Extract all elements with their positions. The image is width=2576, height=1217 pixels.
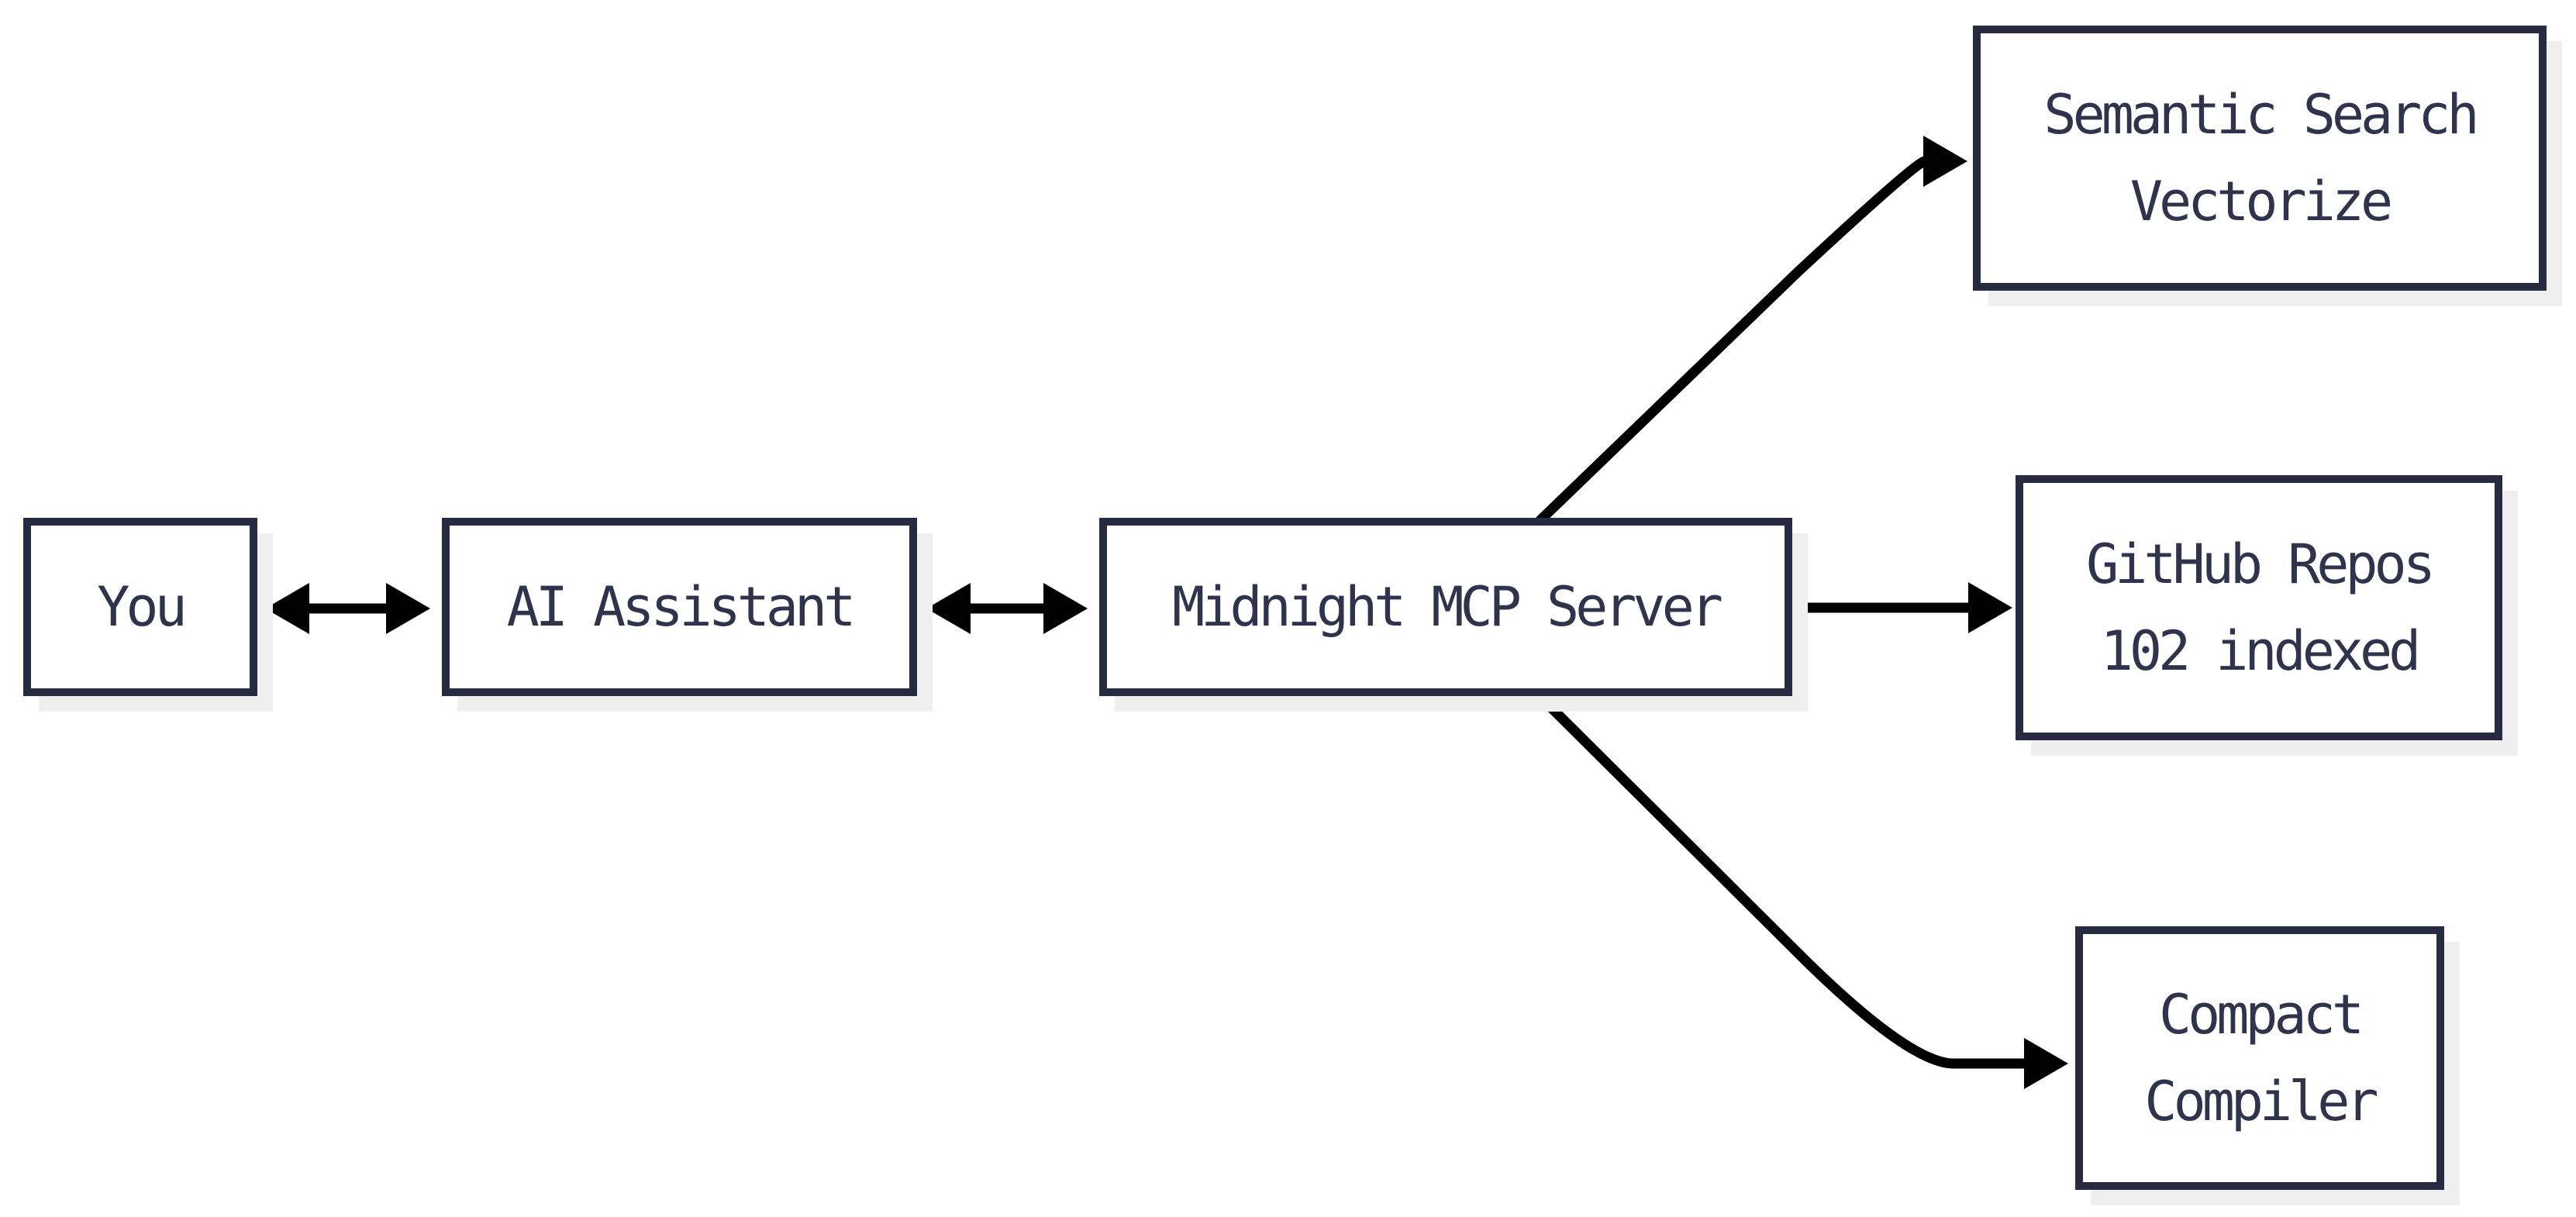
arrow-you-ai-assistant [265, 583, 430, 634]
node-compact-compiler: Compact Compiler [2075, 926, 2444, 1190]
node-compact-compiler-line2: Compiler [2144, 1070, 2378, 1133]
node-ai-assistant: AI Assistant [442, 518, 917, 696]
node-github-repos: GitHub Repos 102 indexed [2016, 475, 2502, 740]
node-ai-assistant-label: AI Assistant [506, 575, 857, 639]
arrowhead-icon [1968, 582, 2012, 633]
node-mcp-server: Midnight MCP Server [1099, 518, 1792, 696]
arrowhead-icon [1923, 136, 1967, 187]
arrowhead-right-icon [1043, 583, 1088, 634]
arrow-ai-assistant-mcp-server [926, 583, 1088, 634]
arrow-mcp-server-github-repos [1791, 582, 2012, 633]
arrowhead-right-icon [386, 583, 430, 634]
arrow-mcp-server-compact-compiler [1531, 688, 2068, 1089]
node-you-label: You [97, 575, 187, 639]
node-semantic-search-line2: Vectorize [2129, 170, 2393, 233]
node-semantic-search: Semantic Search Vectorize [1973, 26, 2547, 291]
arrowhead-icon [2024, 1038, 2068, 1089]
node-you: You [23, 518, 257, 696]
arrow-mcp-server-semantic-search [1536, 136, 1967, 525]
arrowhead-left-icon [926, 583, 971, 634]
node-semantic-search-line1: Semantic Search [2043, 83, 2479, 147]
node-mcp-server-label: Midnight MCP Server [1172, 575, 1723, 639]
arrowhead-left-icon [265, 583, 309, 634]
node-compact-compiler-line1: Compact [2158, 983, 2364, 1046]
node-github-repos-line1: GitHub Repos [2086, 533, 2436, 596]
node-github-repos-line2: 102 indexed [2100, 619, 2422, 683]
